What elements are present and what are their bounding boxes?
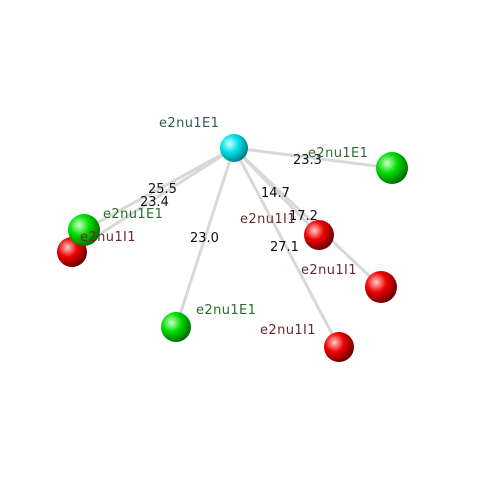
green-atom [161,312,191,342]
atom-label: e2nu1I1 [301,263,357,278]
atom-label: e2nu1E1 [308,146,368,161]
red-atom [324,332,354,362]
green-atom [376,152,408,184]
atom-label: e2nu1E1 [196,303,256,318]
center-atom-label: e2nu1E1 [159,116,219,131]
atom-label: e2nu1I1 [260,323,316,338]
atom-group [57,134,408,362]
center-atom [220,134,248,162]
distance-label: 17.2 [289,209,318,224]
distance-label: 25.5 [148,182,177,197]
atom-label: e2nu1I1 [240,212,296,227]
atom-label: e2nu1E1 [103,207,163,222]
distance-label: 14.7 [261,186,290,201]
distance-label: 23.0 [190,231,219,246]
red-atom [365,271,397,303]
bond-line [83,146,235,232]
green-atom [68,214,100,246]
bond-line [174,147,236,328]
bond-group [71,146,393,348]
bond-line [232,147,341,348]
distance-label: 23.4 [140,195,169,210]
red-atom [304,220,334,250]
distance-label-group: 23.3 14.7 17.2 27.1 23.0 25.5 23.4 [140,153,322,255]
distance-label: 27.1 [270,240,299,255]
bond-line [232,146,383,289]
bond-line [233,146,393,170]
atom-label-group: e2nu1E1 e2nu1E1 e2nu1I1 e2nu1I1 e2nu1I1 … [80,116,368,338]
distance-label: 23.3 [293,153,322,168]
atom-label: e2nu1I1 [80,230,136,245]
